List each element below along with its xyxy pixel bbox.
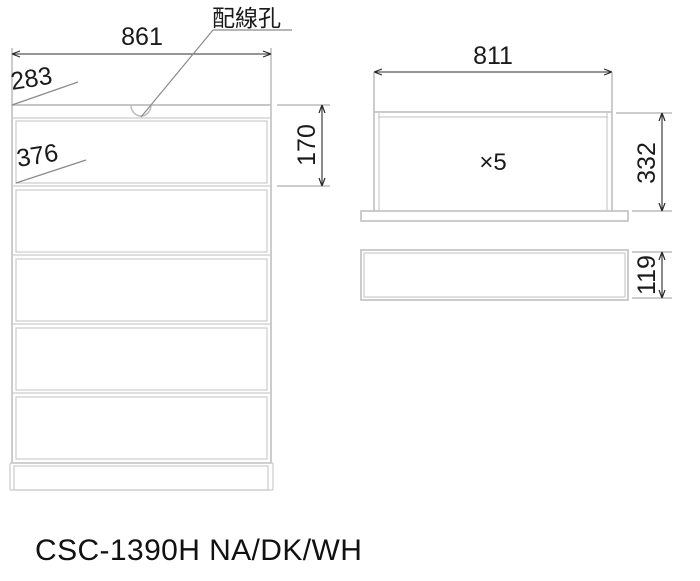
leader-line-283 xyxy=(11,81,79,106)
dim-arrow-left-811 xyxy=(373,68,383,76)
panel-view-group xyxy=(360,249,672,301)
dim-label-861: 861 xyxy=(121,23,163,51)
dim-arrow-bottom-119 xyxy=(658,289,666,299)
dim-arrow-top-332 xyxy=(658,112,666,122)
dim-label-170: 170 xyxy=(293,124,321,166)
drawer-front-3 xyxy=(15,258,268,322)
product-model-label: CSC-1390H NA/DK/WH xyxy=(35,534,362,567)
dim-arrow-top-119 xyxy=(658,251,666,261)
drawer-box-outline xyxy=(373,111,613,213)
drawer-box-view-group xyxy=(360,68,672,222)
leader-line-376 xyxy=(15,159,87,184)
dim-label-119: 119 xyxy=(633,255,661,295)
dim-label-283: 283 xyxy=(9,62,55,96)
drawer-front-2 xyxy=(15,189,268,253)
dim-label-332: 332 xyxy=(633,142,661,184)
callout-label-cable-hole: 配線孔 xyxy=(212,6,281,32)
dim-arrow-bottom-170 xyxy=(318,177,326,187)
cabinet-plinth xyxy=(13,465,269,491)
dim-arrow-top-170 xyxy=(318,104,326,114)
drawer-front-4 xyxy=(15,327,268,391)
dim-arrow-right-811 xyxy=(603,68,613,76)
dim-arrow-right-861 xyxy=(262,50,272,58)
front-view-group xyxy=(9,29,330,491)
leader-line-cable-hole xyxy=(140,29,214,118)
dim-label-376: 376 xyxy=(15,139,61,173)
drawer-front-1 xyxy=(15,120,268,184)
cable-hole-notch xyxy=(130,104,152,117)
drawer-front-5 xyxy=(15,396,268,460)
dim-label-811: 811 xyxy=(473,42,513,70)
drawer-box-base-bar xyxy=(360,210,629,222)
panel-inner-outline xyxy=(363,252,626,298)
dim-arrow-bottom-332 xyxy=(658,202,666,212)
quantity-label-x5: ×5 xyxy=(479,149,506,176)
dim-arrow-left-861 xyxy=(11,50,21,58)
panel-outline xyxy=(360,249,629,301)
